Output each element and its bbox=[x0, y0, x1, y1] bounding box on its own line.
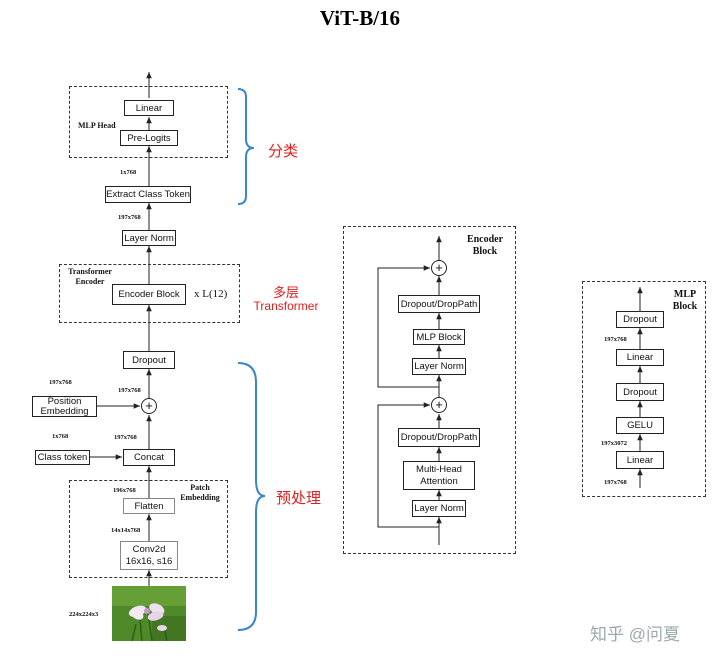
mlp-head-group bbox=[69, 86, 228, 158]
input-flower-image bbox=[112, 586, 186, 641]
encoder-dropout-top-box: Dropout/DropPath bbox=[398, 295, 480, 313]
diagram-title: ViT-B/16 bbox=[319, 6, 401, 30]
dim-1x768-top: 1x768 bbox=[120, 169, 137, 176]
mlp-dim-197x768-out: 197x768 bbox=[604, 336, 627, 343]
annotation-preprocess: 预处理 bbox=[276, 490, 322, 507]
position-embedding-box: Position Embedding bbox=[32, 396, 97, 417]
transformer-encoder-label: Transformer Encoder bbox=[68, 267, 112, 286]
repeat-count-label: x L(12) bbox=[194, 288, 228, 300]
encoder-dropout-bottom-box: Dropout/DropPath bbox=[398, 428, 480, 447]
concat-box: Concat bbox=[123, 449, 175, 466]
mlp-block-detail bbox=[582, 281, 706, 497]
flatten-box: Flatten bbox=[123, 498, 175, 514]
residual-connection-top bbox=[377, 265, 439, 388]
mlp-gelu-box: GELU bbox=[616, 417, 664, 434]
encoder-add-bottom: + bbox=[431, 397, 447, 413]
pre-logits-box: Pre-Logits bbox=[120, 130, 178, 146]
dim-14x14x768: 14x14x768 bbox=[111, 527, 141, 534]
add-node: + bbox=[141, 398, 157, 414]
encoder-layer-norm-top-box: Layer Norm bbox=[412, 358, 466, 375]
encoder-block-title: Encoder Block bbox=[466, 234, 504, 257]
encoder-block-box: Encoder Block bbox=[112, 284, 186, 305]
dim-197x768-posembed: 197x768 bbox=[49, 379, 72, 386]
annotation-multilayer-line2: Transformer bbox=[253, 299, 319, 313]
mlp-linear-top-box: Linear bbox=[616, 349, 664, 366]
class-token-box: Class token bbox=[35, 450, 90, 465]
dim-196x768: 196x768 bbox=[113, 487, 136, 494]
mlp-block-title: MLP Block bbox=[672, 289, 698, 312]
encoder-layer-norm-bottom-box: Layer Norm bbox=[412, 500, 466, 517]
annotation-classify: 分类 bbox=[268, 143, 299, 160]
bracket-classify bbox=[237, 88, 255, 205]
mlp-dim-197x3072: 197x3072 bbox=[601, 440, 627, 447]
mlp-dropout-top-box: Dropout bbox=[616, 311, 664, 328]
residual-connection-bottom bbox=[377, 402, 439, 528]
patch-embedding-label: Patch Embedding bbox=[180, 483, 220, 502]
bracket-preprocess bbox=[237, 362, 266, 631]
encoder-block-detail bbox=[343, 226, 516, 554]
annotation-multilayer-line1: 多层 bbox=[272, 285, 299, 300]
encoder-mha-box: Multi-Head Attention bbox=[403, 461, 475, 490]
layer-norm-box: Layer Norm bbox=[122, 230, 176, 246]
dropout-box: Dropout bbox=[123, 351, 175, 369]
patch-embedding-group bbox=[69, 480, 228, 578]
linear-box: Linear bbox=[124, 100, 174, 116]
mlp-head-label: MLP Head bbox=[78, 121, 116, 130]
dim-1x768-cls: 1x768 bbox=[52, 433, 69, 440]
dim-197x768-concat: 197x768 bbox=[114, 434, 137, 441]
encoder-mlp-block-box: MLP Block bbox=[413, 329, 465, 345]
dim-197x768-a: 197x768 bbox=[118, 214, 141, 221]
mlp-dropout-mid-box: Dropout bbox=[616, 383, 664, 401]
mlp-linear-bottom-box: Linear bbox=[616, 451, 664, 469]
dim-224x224x3: 224x224x3 bbox=[69, 611, 99, 618]
dim-197x768-add: 197x768 bbox=[118, 387, 141, 394]
extract-class-token-box: Extract Class Token bbox=[105, 186, 191, 203]
watermark: 知乎 @问夏 bbox=[590, 625, 680, 644]
mlp-dim-197x768-in: 197x768 bbox=[604, 479, 627, 486]
transformer-encoder-group bbox=[59, 264, 240, 323]
encoder-add-top: + bbox=[431, 260, 447, 276]
conv2d-box: Conv2d 16x16, s16 bbox=[120, 541, 178, 570]
